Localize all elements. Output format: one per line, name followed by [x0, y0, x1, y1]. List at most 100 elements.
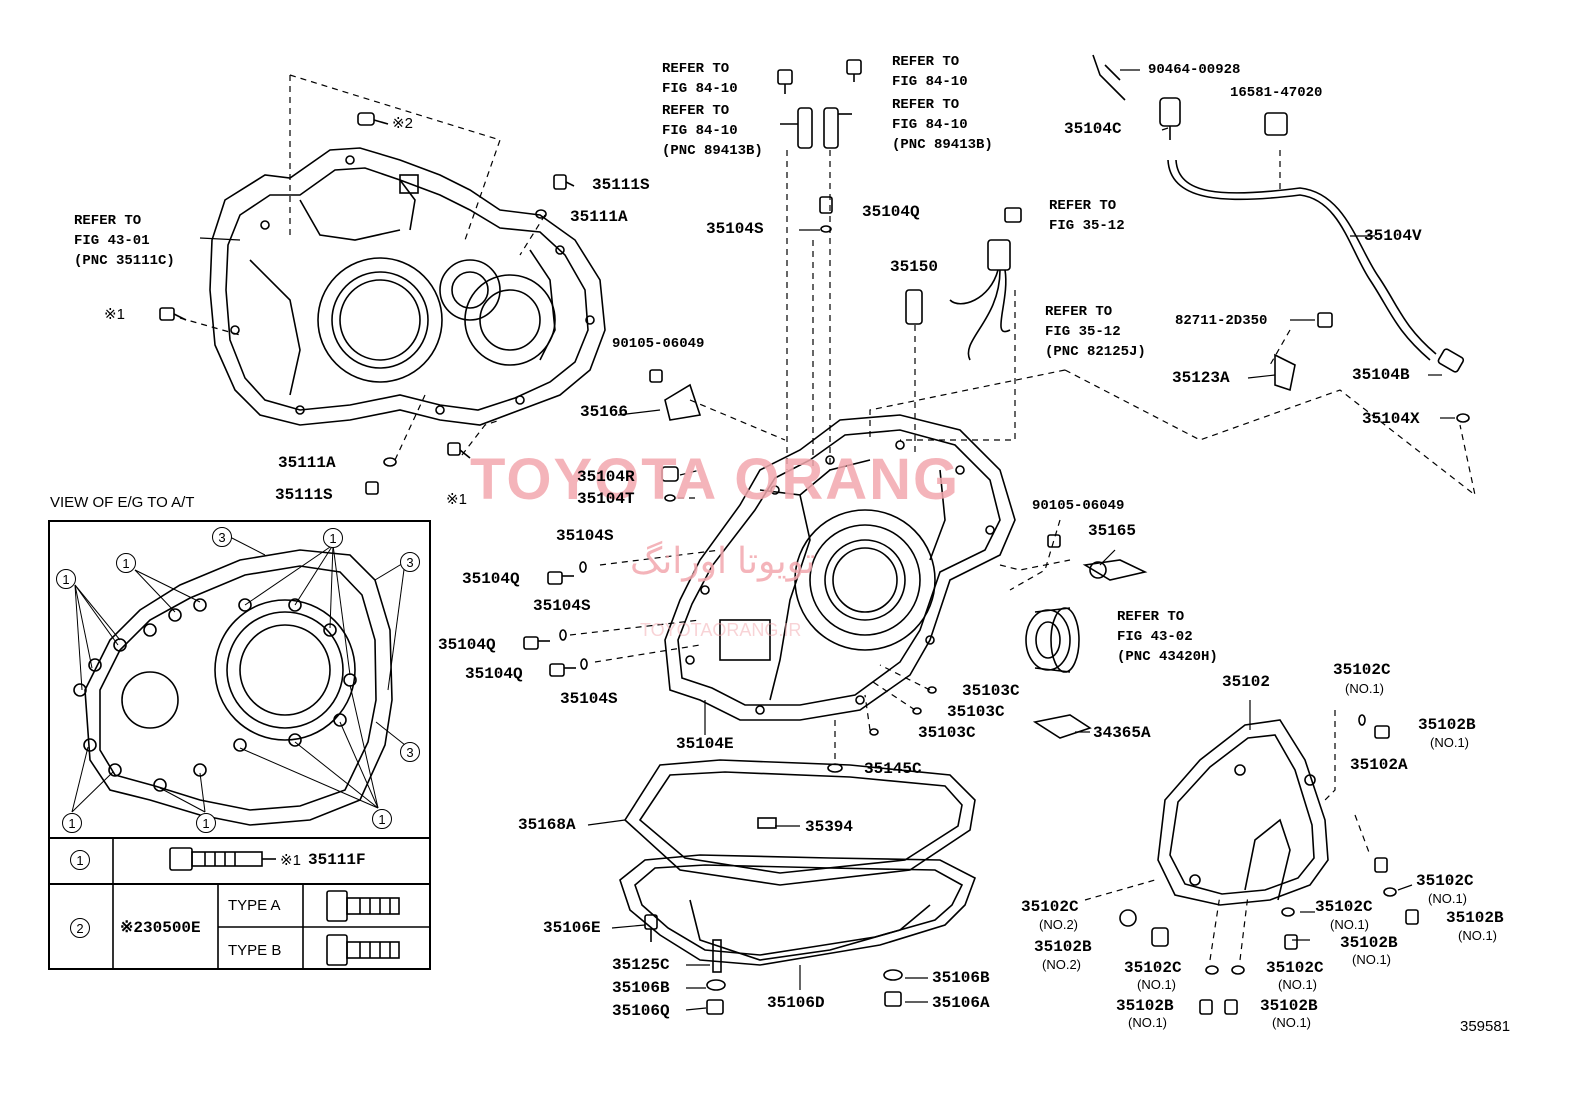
legend-divider [48, 883, 431, 885]
legend-type-b: TYPE B [228, 942, 282, 959]
ref-fig-35-12-a: REFER TO FIG 35-12 [1049, 198, 1125, 234]
housing-bolts [159, 112, 575, 495]
part-label: 35102A [1350, 756, 1408, 774]
part-label: 35102B [1034, 938, 1092, 956]
part-sublabel: (NO.1) [1330, 917, 1369, 932]
note-mark-1: ※1 [446, 491, 467, 508]
part-label: 35102 [1222, 673, 1271, 691]
part-label: 35104V [1364, 227, 1422, 245]
part-label: 35106Q [612, 1002, 670, 1020]
part-label: 35111S [275, 486, 333, 504]
part-sublabel: (NO.1) [1137, 977, 1176, 992]
part-label: 35102B [1418, 716, 1476, 734]
part-sublabel: (NO.1) [1128, 1015, 1167, 1030]
callout-3: 3 [400, 742, 420, 762]
part-label: 35123A [1172, 369, 1230, 387]
part-label: 35102C [1021, 898, 1079, 916]
part-label: 16581-47020 [1230, 85, 1323, 101]
part-label: 35106D [767, 994, 825, 1012]
part-label: 35102B [1446, 909, 1504, 927]
part-label: 35104B [1352, 366, 1410, 384]
part-label: 35165 [1088, 522, 1137, 540]
ref-fig-84-10-b: REFER TO FIG 84-10 [892, 54, 968, 90]
part-label: 35104T [577, 490, 635, 508]
part-label: 35104R [577, 468, 635, 486]
callout-1: 1 [323, 528, 343, 548]
part-label: 35106E [543, 919, 601, 937]
part-label: 35394 [805, 818, 854, 836]
part-label: 35103C [947, 703, 1005, 721]
part-label: 35168A [518, 816, 576, 834]
part-sublabel: (NO.1) [1428, 891, 1467, 906]
callout-1: 1 [372, 809, 392, 829]
ref-fig-43-01: REFER TO FIG 43-01 (PNC 35111C) [74, 213, 175, 269]
part-label: 35104S [706, 220, 764, 238]
part-sublabel: (NO.1) [1352, 952, 1391, 967]
callout-1: 1 [62, 813, 82, 833]
part-sublabel: (NO.1) [1278, 977, 1317, 992]
part-label: 35102C [1416, 872, 1474, 890]
part-label: 35111A [278, 454, 336, 472]
part-label: 35104E [676, 735, 734, 753]
part-label: 35104X [1362, 410, 1420, 428]
callout-1: 1 [116, 553, 136, 573]
callout-3: 3 [400, 552, 420, 572]
part-label: 35106B [612, 979, 670, 997]
part-label: 90105-06049 [612, 336, 705, 352]
legend-divider [48, 837, 431, 839]
callout-3: 3 [212, 527, 232, 547]
part-label: 35106A [932, 994, 990, 1012]
part-label: 35102C [1124, 959, 1182, 977]
part-label: 35104S [533, 597, 591, 615]
eg-to-at-view [71, 535, 406, 826]
part-label: 35125C [612, 956, 670, 974]
figure-id: 359581 [1460, 1018, 1511, 1035]
label-leaders [199, 69, 1455, 1011]
ref-fig-84-10-a: REFER TO FIG 84-10 [662, 61, 738, 97]
legend-part: ※230500E [120, 919, 201, 937]
part-label: 35102C [1266, 959, 1324, 977]
part-label: 35104Q [462, 570, 520, 588]
side-cover [1119, 714, 1419, 1015]
part-sublabel: (NO.1) [1430, 735, 1469, 750]
part-sublabel: (NO.1) [1345, 681, 1384, 696]
part-label: 35150 [890, 258, 939, 276]
part-label: 34365A [1093, 724, 1151, 742]
part-label: 35102C [1333, 661, 1391, 679]
watermark-arabic: تويوتا اورانگ [630, 540, 816, 581]
part-label: 35104Q [862, 203, 920, 221]
part-label: 35106B [932, 969, 990, 987]
part-label: 35104S [560, 690, 618, 708]
legend-bolt-icons [112, 838, 431, 970]
watermark-text: TOYOTA ORANG [470, 447, 961, 512]
part-label: 35104Q [438, 636, 496, 654]
legend-type-a: TYPE A [228, 897, 281, 914]
part-label: 35102B [1340, 934, 1398, 952]
part-label: 35104Q [465, 665, 523, 683]
note-mark-1: ※1 [104, 306, 125, 323]
oil-pan [619, 759, 976, 1015]
oil-pipe-assembly [1092, 54, 1470, 423]
center-leaders [569, 150, 1476, 760]
part-label: 35102C [1315, 898, 1373, 916]
part-label: 35145C [864, 760, 922, 778]
part-label: 35104S [556, 527, 614, 545]
part-sublabel: (NO.2) [1042, 957, 1081, 972]
ref-fig-84-10-d: REFER TO FIG 84-10 (PNC 89413B) [892, 97, 993, 153]
part-label: 35111S [592, 176, 650, 194]
ref-fig-84-10-c: REFER TO FIG 84-10 (PNC 89413B) [662, 103, 763, 159]
legend-number-2: 2 [70, 918, 90, 938]
ref-fig-35-12-b: REFER TO FIG 35-12 (PNC 82125J) [1045, 304, 1146, 360]
part-sublabel: (NO.1) [1458, 928, 1497, 943]
part-label: 35104C [1064, 120, 1122, 138]
legend-number-1: 1 [70, 850, 90, 870]
note-mark-2: ※2 [392, 115, 413, 132]
part-label: 90105-06049 [1032, 498, 1125, 514]
view-box [48, 520, 431, 970]
part-label: 35102B [1116, 997, 1174, 1015]
watermark-sub: TOYOTAORANG.IR [640, 620, 802, 640]
part-label: 90464-00928 [1148, 62, 1241, 78]
left-leaders [179, 74, 546, 461]
callout-1: 1 [196, 813, 216, 833]
